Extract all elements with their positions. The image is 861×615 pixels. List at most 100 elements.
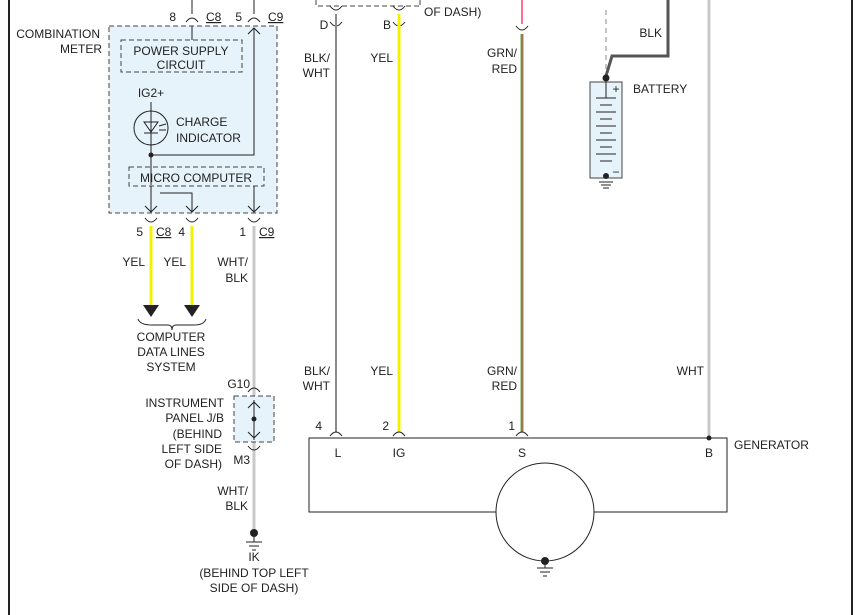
generator-rotor [495, 462, 595, 562]
wire-label-wht-blk-3: WHT/ [217, 484, 248, 498]
junction-arc-top [247, 387, 261, 393]
generator-ground-icon [537, 565, 553, 577]
meter-arrow-1 [247, 205, 261, 213]
battery-ground-icon [599, 181, 613, 189]
pin-c9-top: 5 [235, 10, 242, 24]
micro-computer-label: MICRO COMPUTER [140, 171, 252, 185]
meter-internal-wire-c9 [151, 28, 255, 156]
wire-label-wht-blk-2: BLK [225, 271, 248, 285]
connector-arc-grn [515, 25, 529, 31]
junction-arc-bottom [247, 445, 261, 451]
wire-label-yel-2: YEL [163, 255, 186, 269]
wire-label-blk-wht-1: BLK/ [304, 51, 331, 65]
generator-b-dot [706, 435, 712, 441]
wire-label-grn-red-1: GRN/ [487, 46, 518, 60]
connector-arc-4 [185, 217, 199, 223]
wire-label-yel-1: YEL [122, 255, 145, 269]
charge-indicator-line2: INDICATOR [176, 131, 241, 145]
wire-label-blk: BLK [639, 26, 662, 40]
ig2-label: IG2+ [138, 86, 164, 100]
meter-bottom-c9: C9 [259, 225, 275, 239]
meter-label-line1: COMBINATION [16, 27, 100, 41]
micro-computer-box [128, 166, 265, 187]
ground-line1: (BEHIND TOP LEFT [199, 566, 309, 580]
charge-indicator-dot [148, 152, 154, 158]
wire-label-blk-wht-4: WHT [303, 379, 331, 393]
battery-plus-dot [602, 74, 610, 82]
ground-line2: SIDE OF DASH) [210, 581, 299, 595]
generator-arc-l [329, 431, 343, 437]
generator-term-s: S [518, 446, 526, 460]
junction-line1: INSTRUMENT [145, 396, 224, 410]
led-light-icon [158, 123, 167, 131]
top-pin-b: B [383, 18, 391, 32]
meter-label-line2: METER [60, 42, 102, 56]
wire-label-wht-blk-1: WHT/ [217, 255, 248, 269]
wire-label-blk-wht-3: BLK/ [304, 364, 331, 378]
arrow-down-icon-2 [184, 305, 200, 317]
power-supply-line2: CIRCUIT [157, 58, 206, 72]
generator-pin1: 1 [508, 419, 515, 433]
connector-arc-d [329, 5, 343, 11]
conn-c8-top: C8 [206, 10, 222, 24]
combination-meter-box [108, 25, 278, 214]
connector-arc-1 [247, 217, 261, 223]
ground-id: IK [248, 550, 259, 564]
wire-label-wht-blk-4: BLK [225, 499, 248, 513]
wire-label-blk-wht-2: WHT [303, 66, 331, 80]
battery-minus: − [612, 165, 619, 179]
meter-arrow-4 [185, 205, 199, 213]
generator-term-ig: IG [393, 446, 406, 460]
connector-arc-c8-top [185, 17, 199, 23]
meter-bottom-pin5: 5 [136, 225, 143, 239]
arrow-down-icon [143, 305, 159, 317]
junction-line3: (BEHIND [173, 427, 223, 441]
ground-dot [250, 529, 258, 537]
generator-ground-dot [541, 557, 549, 565]
meter-bottom-pin1: 1 [239, 225, 246, 239]
junction-g10: G10 [227, 377, 250, 391]
battery-cells-icon [596, 82, 616, 162]
wire-label-grn-red-4: RED [492, 379, 518, 393]
wire-blk-battery [604, 0, 670, 77]
battery-ground-dot [603, 173, 609, 179]
top-middle-connector [315, 0, 421, 7]
pin-c8-top: 8 [169, 10, 176, 24]
led-icon [143, 121, 159, 134]
junction-line5: OF DASH) [165, 457, 222, 471]
charge-indicator-lamp [133, 110, 169, 146]
generator-arc-s [515, 431, 529, 437]
generator-label: GENERATOR [734, 438, 809, 452]
wire-label-grn-red-3: GRN/ [487, 364, 518, 378]
meter-bottom-pin4: 4 [178, 225, 185, 239]
ground-icon [246, 537, 262, 551]
wire-label-yel-3: YEL [370, 51, 393, 65]
top-pin-d: D [320, 18, 329, 32]
wire-label-wht: WHT [677, 364, 705, 378]
generator-arc-ig [392, 431, 406, 437]
battery-plus: + [612, 82, 619, 96]
junction-line4: LEFT SIDE [162, 442, 222, 456]
connector-arc-5 [144, 217, 158, 223]
conn-c9-top: C9 [268, 10, 284, 24]
wire-label-grn-red-2: RED [492, 62, 518, 76]
junction-line2: PANEL J/B [165, 411, 224, 425]
computer-brace [137, 318, 207, 331]
micro-wire-4 [160, 192, 193, 212]
power-supply-box [120, 39, 243, 73]
battery-label: BATTERY [633, 82, 687, 96]
computer-line1: COMPUTER [137, 330, 206, 344]
connector-arc-c9-top [247, 17, 261, 23]
generator-term-l: L [335, 446, 342, 460]
top-of-dash: OF DASH) [424, 5, 481, 19]
generator-pin2: 2 [382, 419, 389, 433]
generator-pin4: 4 [315, 419, 322, 433]
computer-line3: SYSTEM [146, 360, 195, 374]
connector-arc-b [392, 5, 406, 11]
wire-label-yel-4: YEL [370, 364, 393, 378]
computer-line2: DATA LINES [137, 345, 205, 359]
meter-arrow-5 [144, 205, 158, 213]
generator-term-b: B [705, 446, 713, 460]
junction-m3: M3 [233, 453, 250, 467]
